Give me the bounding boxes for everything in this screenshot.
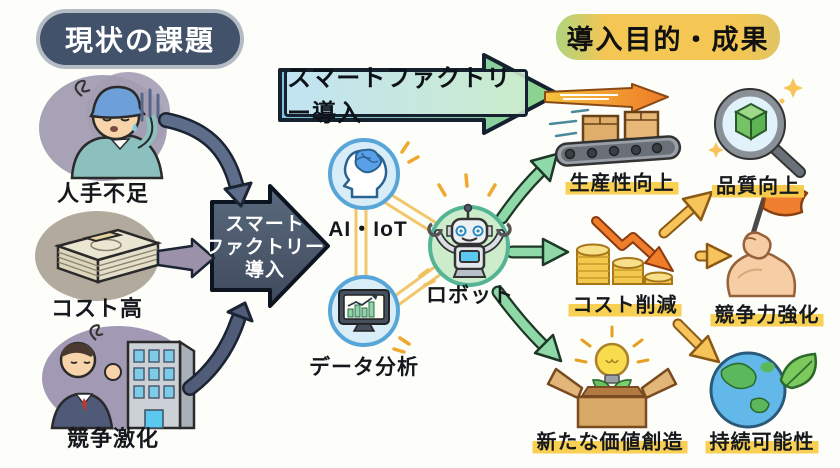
challenge-label-high-cost: コスト高 xyxy=(50,296,144,321)
robot-to-value-arrow xyxy=(491,285,563,363)
money-stack-icon xyxy=(35,211,163,301)
banner-label: スマートファクトリー導入 xyxy=(287,65,512,127)
tech-label-ai-iot: AI・IoT xyxy=(328,218,408,241)
sparkle-lines xyxy=(392,141,497,354)
transformation-line-2: ファクトリー xyxy=(204,237,325,258)
challenges-title: 現状の課題 xyxy=(64,25,215,56)
challenge-label-labor-shortage: 人手不足 xyxy=(56,181,150,206)
coins-down-icon xyxy=(576,216,674,285)
transformation-line-3: 導入 xyxy=(244,260,285,281)
arrow-to-quality xyxy=(658,190,714,239)
businessman-building-icon xyxy=(42,324,196,430)
result-label-cost-reduction: コスト削減 xyxy=(568,288,682,318)
banner-label-box: スマートファクトリー導入 xyxy=(284,65,528,127)
tech-label-robot: ロボット xyxy=(426,284,514,307)
result-label-quality: 品質向上 xyxy=(712,169,804,199)
robot-icon xyxy=(427,203,512,287)
worker-icon xyxy=(39,72,170,181)
idea-box-icon xyxy=(546,325,678,429)
chart-monitor-icon xyxy=(328,275,400,347)
challenges-title-badge: 現状の課題 xyxy=(40,13,240,65)
arrow-to-competitiveness xyxy=(694,242,733,270)
challenge-arrow-competition xyxy=(182,301,254,396)
results-title-badge: 導入目的・成果 xyxy=(556,14,780,60)
earth-leaf-icon xyxy=(709,351,817,429)
transformation-line-1: スマート xyxy=(225,214,305,235)
ai-brain-icon xyxy=(328,138,400,210)
challenge-arrow-worker xyxy=(158,112,253,208)
result-label-productivity: 生産性向上 xyxy=(565,166,679,196)
challenge-label-competition: 競争激化 xyxy=(66,426,160,451)
challenge-arrow-cost xyxy=(156,237,216,279)
transformation-arrow-label: スマート ファクトリー 導入 xyxy=(204,213,326,282)
transformation-arrow xyxy=(210,184,330,308)
result-label-competitiveness: 競争力強化 xyxy=(710,298,824,328)
arm-flag-icon xyxy=(726,184,809,298)
magnifier-box-icon xyxy=(708,78,806,178)
tech-label-data-analysis: データ分析 xyxy=(309,356,419,379)
robot-to-cost-arrow xyxy=(505,237,570,267)
result-label-value-creation: 新たな価値創造 xyxy=(532,425,688,455)
arrow-to-sustainability xyxy=(672,318,721,364)
conveyor-icon xyxy=(544,83,682,167)
robot-to-productivity-arrow xyxy=(495,152,559,225)
result-label-sustainability: 持続可能性 xyxy=(705,425,819,455)
results-title: 導入目的・成果 xyxy=(566,24,770,55)
